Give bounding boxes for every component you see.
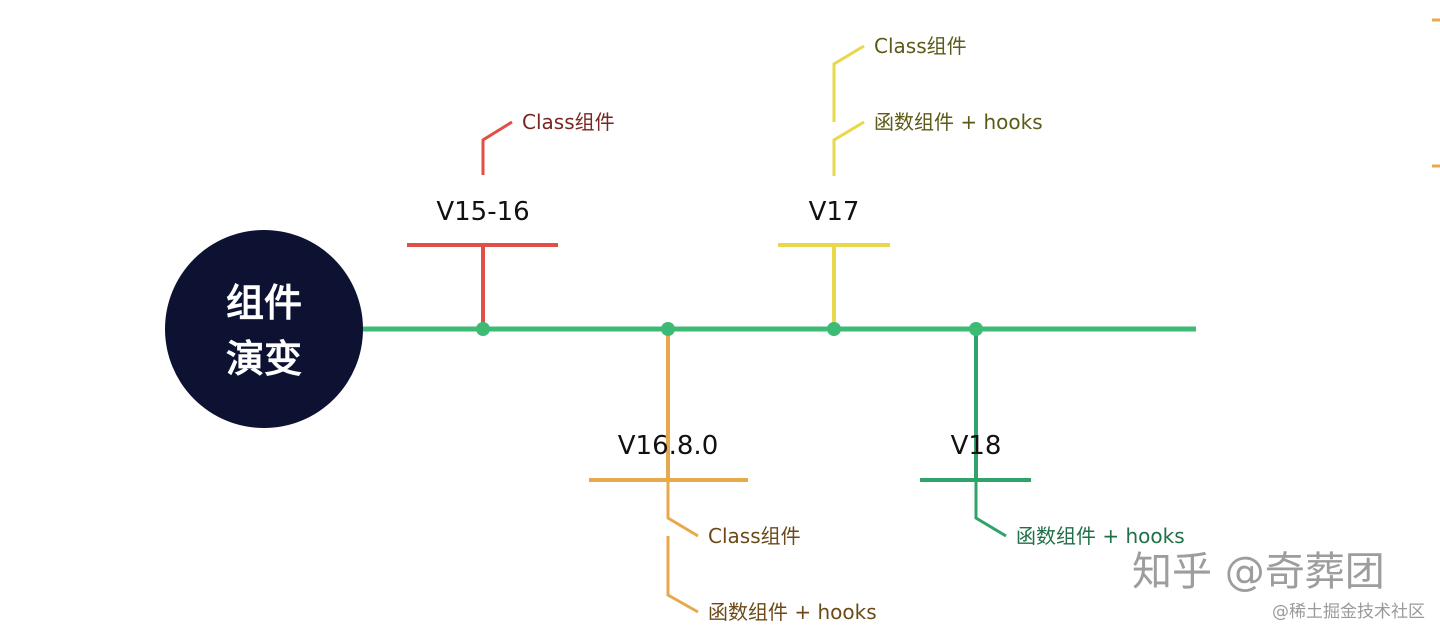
leaf-label: Class组件 (522, 110, 615, 134)
leaf-label: 函数组件 + hooks (708, 600, 877, 624)
leaf-connector (832, 44, 865, 122)
version-label: V17 (809, 197, 860, 227)
timeline-node-v18 (969, 322, 983, 336)
version-branch-v15-16: V15-16 Class组件 (407, 110, 615, 329)
hub-circle (165, 230, 363, 428)
timeline-node-v15-16 (476, 322, 490, 336)
version-branch-v16-8-0: V16.8.0 Class组件 函数组件 + hooks (589, 329, 877, 624)
version-label: V16.8.0 (618, 431, 718, 461)
version-branch-v18: V18 函数组件 + hooks (920, 329, 1185, 548)
hub-title-line1: 组件 (226, 281, 302, 325)
watermark-sub: @稀土掘金技术社区 (1272, 602, 1425, 622)
leaf-connector (666, 536, 699, 614)
leaf-connector (832, 120, 865, 176)
leaf-connector (666, 480, 699, 538)
version-branch-v17: V17 Class组件 函数组件 + hooks (778, 34, 1043, 329)
version-label: V15-16 (436, 197, 529, 227)
timeline-node-v17 (827, 322, 841, 336)
leaf-label: 函数组件 + hooks (874, 110, 1043, 134)
timeline-node-v16-8-0 (661, 322, 675, 336)
hub-title-line2: 演变 (226, 337, 302, 381)
leaf-connector (974, 480, 1007, 538)
leaf-label: 函数组件 + hooks (1016, 524, 1185, 548)
leaf-label: Class组件 (708, 524, 801, 548)
leaf-connector (481, 120, 513, 175)
leaf-label: Class组件 (874, 34, 967, 58)
watermark-main: 知乎 @奇葬团 (1132, 549, 1385, 595)
version-label: V18 (951, 431, 1002, 461)
